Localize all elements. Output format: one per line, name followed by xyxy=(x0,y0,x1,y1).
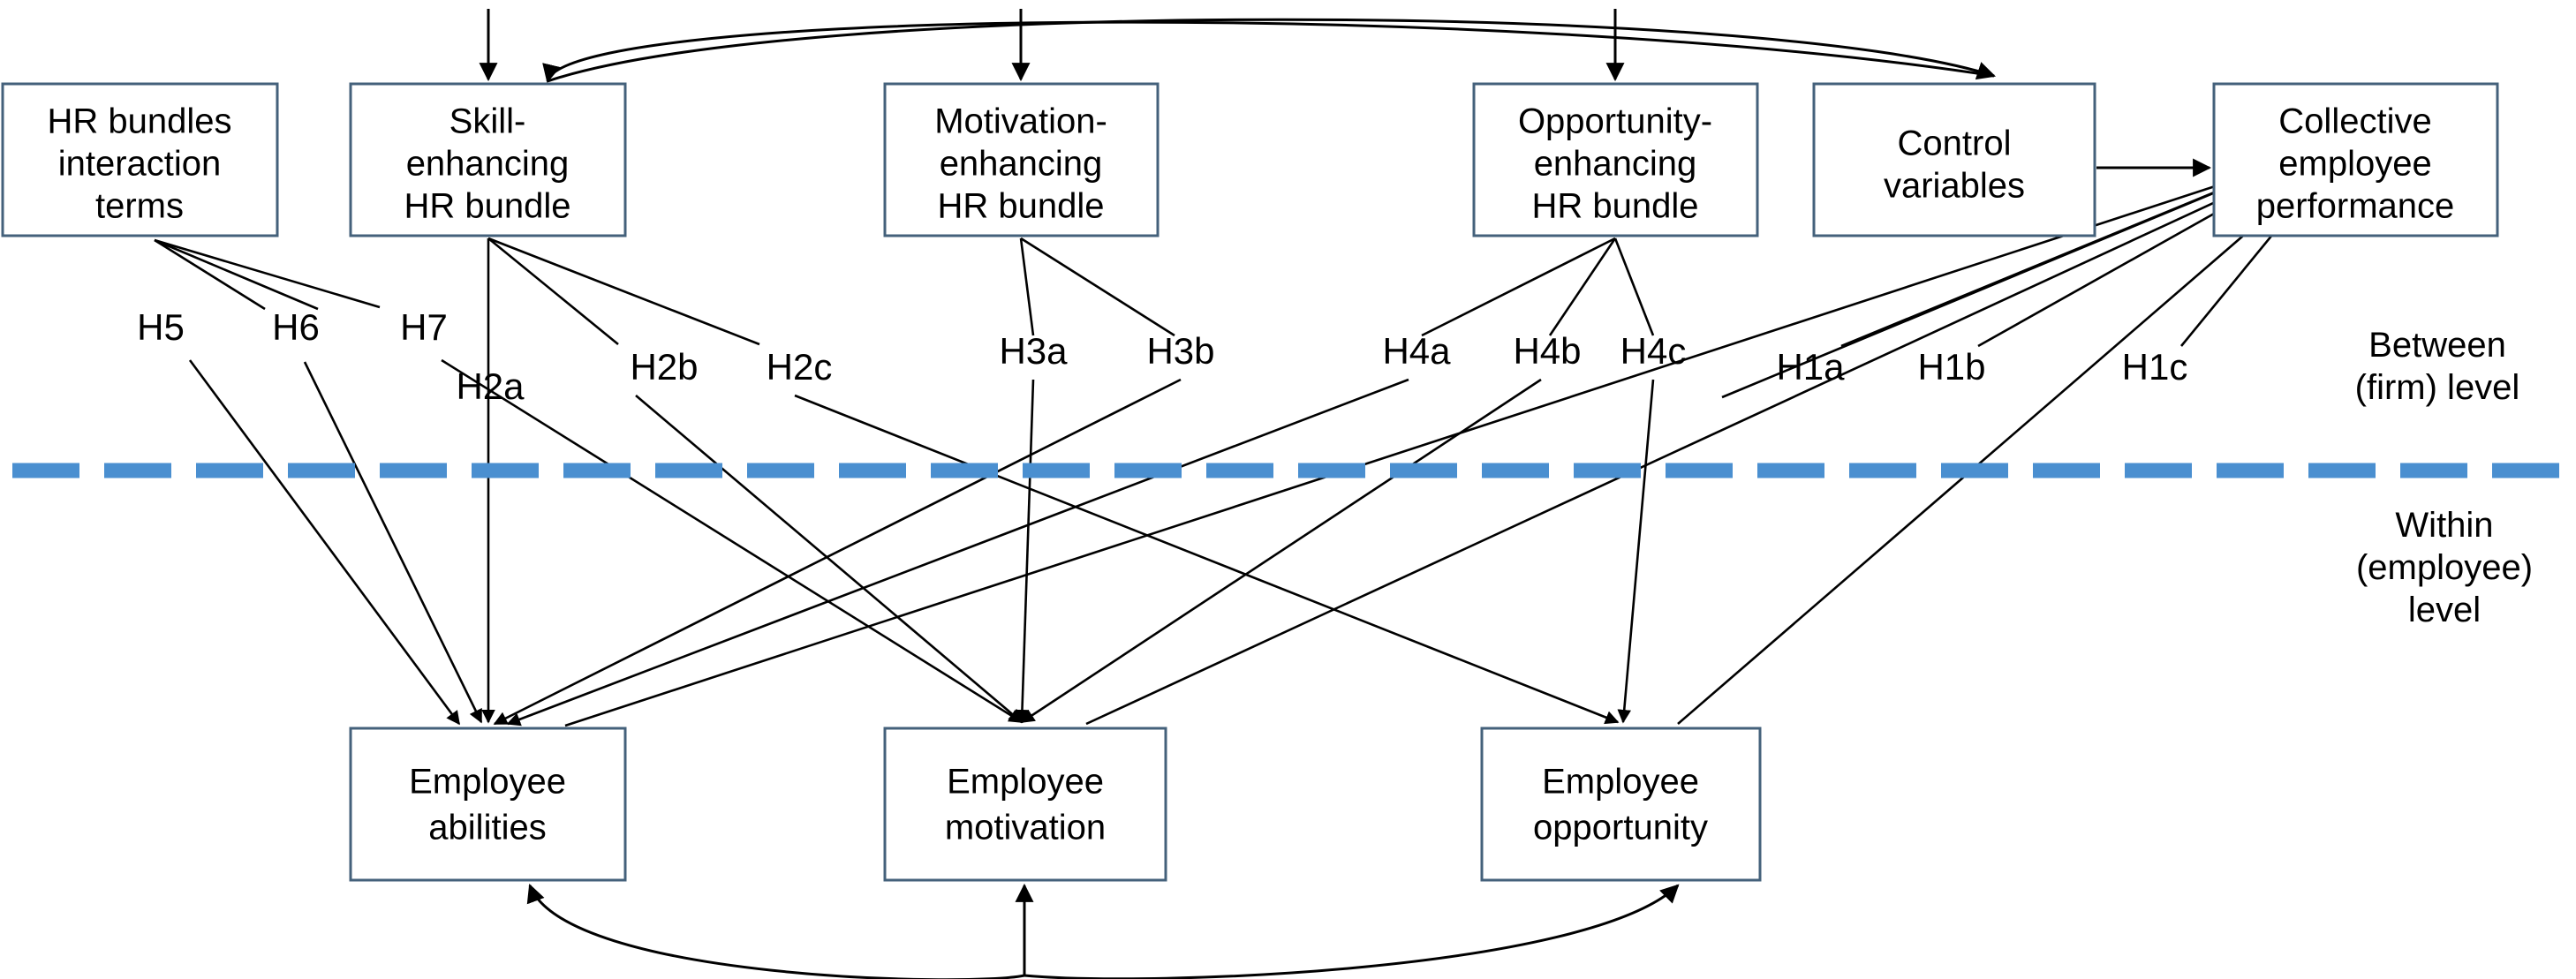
skill-bundle-edges xyxy=(481,237,1620,725)
node-label-line: interaction xyxy=(58,145,222,184)
node-motivation-enhancing-hr-bundle[interactable]: Motivation- enhancing HR bundle xyxy=(883,82,1160,237)
hypothesis-labels: H5 H6 H7 H2a H2b H2c H3a H3b H4a H4b H4c… xyxy=(137,306,2187,407)
hypothesis-label-h5: H5 xyxy=(137,306,185,348)
within-level-line: Within xyxy=(2395,506,2493,545)
edge-h1a-from-opportunity xyxy=(1677,140,2353,725)
node-control-variables[interactable]: Control variables xyxy=(1812,82,2096,237)
edge-h5-to-abilities xyxy=(188,359,461,726)
node-label-line: Motivation- xyxy=(934,102,1107,141)
node-opportunity-enhancing-hr-bundle[interactable]: Opportunity- enhancing HR bundle xyxy=(1472,82,1759,237)
node-label-line: enhancing xyxy=(406,145,570,184)
edge-h7-to-motivation xyxy=(441,358,1024,724)
node-label-line: Opportunity- xyxy=(1518,102,1712,141)
motivation-bundle-edges xyxy=(493,237,1182,726)
node-label-line: terms xyxy=(95,187,184,226)
hypothesis-label-h3a: H3a xyxy=(999,330,1068,372)
curve-to-hr-interaction xyxy=(542,20,1995,84)
interaction-edges xyxy=(154,238,1024,726)
edge-h1c-from-abilities xyxy=(564,139,2353,727)
node-employee-opportunity[interactable]: Employee opportunity xyxy=(1480,727,1762,882)
within-level-line: (employee) xyxy=(2356,548,2533,587)
curve-to-control-variables xyxy=(547,18,1996,83)
node-employee-motivation[interactable]: Employee motivation xyxy=(883,727,1167,882)
node-label-line: Employee xyxy=(947,763,1104,802)
edge-h7-stub xyxy=(154,238,381,309)
node-label-line: Control xyxy=(1898,124,2012,163)
node-label-line: enhancing xyxy=(940,145,1103,184)
hypothesis-label-h2b: H2b xyxy=(630,346,698,388)
node-label-line: Skill- xyxy=(449,102,526,141)
edge-h1b-from-motivation xyxy=(1085,138,2352,726)
edge-h3b-upper xyxy=(1020,237,1175,337)
between-level-line: Between xyxy=(2368,326,2506,365)
opportunity-bundle-edges xyxy=(506,237,1655,727)
node-skill-enhancing-hr-bundle[interactable]: Skill- enhancing HR bundle xyxy=(349,82,627,237)
hypothesis-label-h6: H6 xyxy=(272,306,320,348)
node-hr-bundles-interaction-terms[interactable]: HR bundles interaction terms xyxy=(1,82,279,237)
mediator-to-performance-edges xyxy=(564,135,2354,727)
edge-h2b-stub xyxy=(487,237,619,346)
node-label-line: HR bundle xyxy=(404,187,570,226)
hypothesis-label-h4a: H4a xyxy=(1382,330,1451,372)
edge-h2b-to-motivation xyxy=(635,395,1024,724)
edge-h6-stub xyxy=(154,238,319,311)
node-label-line: motivation xyxy=(945,809,1106,847)
edge-h3a-to-motivation xyxy=(1015,379,1035,724)
edge-h6-to-abilities xyxy=(303,361,483,724)
node-label-line: Employee xyxy=(1542,763,1699,802)
node-employee-abilities[interactable]: Employee abilities xyxy=(349,727,627,882)
curve-to-employee-opportunity xyxy=(1024,884,1680,979)
edge-h4a-to-abilities xyxy=(506,378,1409,727)
level-label-within: Within (employee) level xyxy=(2356,506,2533,629)
edge-h4b-upper xyxy=(1548,237,1617,336)
edge-h4a-upper xyxy=(1421,237,1616,337)
box-group: HR bundles interaction terms Skill- enha… xyxy=(1,82,2499,882)
edge-h2c-to-opportunity xyxy=(794,394,1620,725)
hypothesis-label-h2c: H2c xyxy=(767,346,833,388)
edge-h2c-stub xyxy=(487,237,760,346)
node-label-line: employee xyxy=(2278,145,2431,184)
hypothesis-label-h3b: H3b xyxy=(1146,330,1214,372)
hypothesis-label-h1a: H1a xyxy=(1776,346,1845,388)
node-label-line: opportunity xyxy=(1533,809,1708,847)
node-label-line: HR bundle xyxy=(937,187,1104,226)
hypothesis-label-h2a: H2a xyxy=(456,365,525,407)
level-label-between: Between (firm) level xyxy=(2355,326,2520,407)
between-level-line: (firm) level xyxy=(2355,368,2520,407)
node-collective-employee-performance[interactable]: Collective employee performance xyxy=(2212,82,2499,237)
node-label-line: enhancing xyxy=(1534,145,1697,184)
hypothesis-label-h7: H7 xyxy=(400,306,448,348)
bottom-feedback-curves xyxy=(526,883,1680,979)
hypothesis-label-h1c: H1c xyxy=(2122,346,2188,388)
top-feedback-curves xyxy=(479,9,1996,84)
node-label-line: Employee xyxy=(409,763,566,802)
node-label-line: performance xyxy=(2256,187,2455,226)
node-label-line: abilities xyxy=(428,809,546,847)
hypothesis-label-h4c: H4c xyxy=(1620,330,1687,372)
node-label-line: variables xyxy=(1884,167,2025,206)
within-level-line: level xyxy=(2408,591,2481,629)
edge-h4b-to-motivation xyxy=(1020,378,1542,724)
node-label-line: Collective xyxy=(2278,102,2431,141)
hypothesis-label-h1b: H1b xyxy=(1917,346,1985,388)
hypothesis-label-h4b: H4b xyxy=(1513,330,1581,372)
edge-h4c-upper xyxy=(1613,237,1655,336)
edge-h4c-to-opportunity xyxy=(1617,379,1655,724)
node-label-line: HR bundles xyxy=(47,102,231,141)
node-label-line: HR bundle xyxy=(1531,187,1698,226)
edge-h3a-upper xyxy=(1019,237,1035,336)
curve-to-employee-abilities xyxy=(526,884,1025,979)
edge-h3b-to-abilities xyxy=(493,378,1182,726)
edge-h5-stub xyxy=(154,238,266,311)
